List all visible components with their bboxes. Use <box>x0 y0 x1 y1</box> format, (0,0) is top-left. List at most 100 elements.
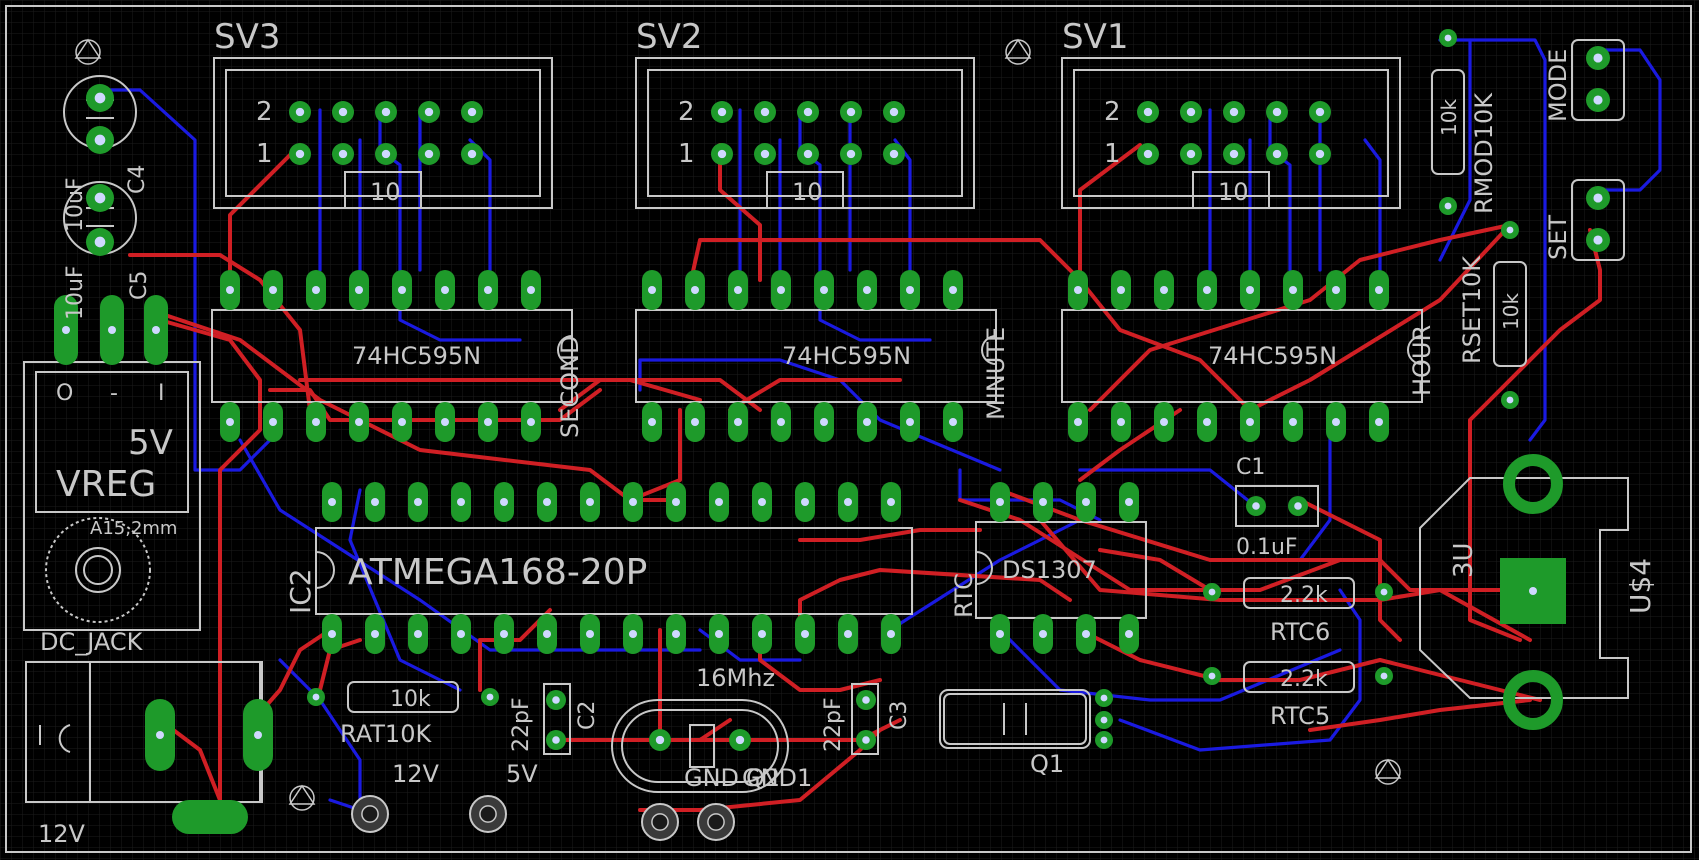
rat10k-pin-a-hole <box>312 693 320 701</box>
sr0-pin-top-4-hole <box>398 286 406 294</box>
vreg-name: VREG <box>56 464 156 505</box>
sv3-label: SV3 <box>214 17 280 57</box>
sv3-pin-top-4-hole <box>467 107 477 117</box>
sr0-pin-top-6-hole <box>484 286 492 294</box>
sv2-pin-top-1-hole <box>760 107 770 117</box>
sv3-pin-bot-3-hole <box>424 149 434 159</box>
sr2-pin-top-6-hole <box>1332 286 1340 294</box>
sr2-pin-bot-3-hole <box>1203 418 1211 426</box>
labels: SV3 2 1 10 SV2 2 1 10 SV1 2 1 10 74HC595… <box>38 17 1657 848</box>
mcu-pin-top-1-hole <box>371 498 379 506</box>
sv2-pin-top-0-hole <box>717 107 727 117</box>
pad-12v-b-hole <box>479 805 497 823</box>
sr1-pin-bot-3-hole <box>777 418 785 426</box>
dcjack-pad-b-hole <box>254 731 262 739</box>
mcu-pin-top-5-hole <box>543 498 551 506</box>
sr0-pin-top-0-hole <box>226 286 234 294</box>
mcu-pin-bot-3-hole <box>457 630 465 638</box>
dcjack-pad-a-hole <box>156 731 164 739</box>
mcu-pin-top-0-hole <box>328 498 336 506</box>
sr2-pin-bot-6-hole <box>1332 418 1340 426</box>
dc-jack-name: DC_JACK <box>40 628 144 656</box>
mcu-pin-bot-6-hole <box>586 630 594 638</box>
c2-pin-a-hole <box>552 696 560 704</box>
c1-value: 0.1uF <box>1236 535 1298 560</box>
sr1-pin-bot-0-hole <box>648 418 656 426</box>
set-label: SET <box>1544 215 1572 260</box>
sv1-pin-bot-1-hole <box>1186 149 1196 159</box>
rat10k-value: 10k <box>390 687 431 712</box>
c5-pin-b-hole <box>94 236 106 248</box>
sr1-pin-bot-5-hole <box>863 418 871 426</box>
mcu-pin-bot-8-hole <box>672 630 680 638</box>
sv2-pin-top-3-hole <box>846 107 856 117</box>
rmod-pin-b-hole <box>1444 202 1452 210</box>
sv2-pin-bot-4-hole <box>889 149 899 159</box>
rtc-pin-top-0-hole <box>996 498 1004 506</box>
sr2-pin-top-5-hole <box>1289 286 1297 294</box>
sv3-pin-bot-4-hole <box>467 149 477 159</box>
sv2-pins: 10 <box>792 178 823 206</box>
q1-pin-c-hole <box>1100 736 1108 744</box>
sv3-pin-top-2-hole <box>381 107 391 117</box>
rmod-value: 10k <box>1437 99 1461 136</box>
sr0-pin-bot-1-hole <box>269 418 277 426</box>
sr0-pin-bot-5-hole <box>441 418 449 426</box>
rtc-pin-bot-3-hole <box>1125 630 1133 638</box>
c4-pin-a-hole <box>94 92 106 104</box>
mode-pin-b-hole <box>1593 95 1603 105</box>
sr1-pin-top-2-hole <box>734 286 742 294</box>
sr2-pin-top-1-hole <box>1117 286 1125 294</box>
sv1-pin-top-3-hole <box>1272 107 1282 117</box>
sv3-pin-top-3-hole <box>424 107 434 117</box>
sv1-pins: 10 <box>1218 178 1249 206</box>
rtc6-pin-b-hole <box>1380 588 1388 596</box>
c2-pin-b-hole <box>552 736 560 744</box>
rset-value: 10k <box>1499 293 1523 330</box>
sv2-pin-bot-0-hole <box>717 149 727 159</box>
mcu-pin-bot-12-hole <box>844 630 852 638</box>
pad-gnd1-hole <box>707 813 725 831</box>
sv3-pin-top-1-hole <box>338 107 348 117</box>
rmod-name: RMOD10K <box>1470 92 1498 214</box>
vreg-pin-0-hole <box>62 326 70 334</box>
sr1-pin-bot-1-hole <box>691 418 699 426</box>
rtc6-value: 2.2k <box>1280 583 1328 608</box>
sv2-label: SV2 <box>636 17 702 57</box>
sv3-row1: 1 <box>256 139 273 169</box>
sv1-pin-top-2-hole <box>1229 107 1239 117</box>
rtc6-name: RTC6 <box>1270 618 1330 646</box>
sr0-pin-top-3-hole <box>355 286 363 294</box>
sr1-pin-top-5-hole <box>863 286 871 294</box>
sr2-pin-top-7-hole <box>1375 286 1383 294</box>
mcu-pin-bot-0-hole <box>328 630 336 638</box>
sr1-pin-top-4-hole <box>820 286 828 294</box>
c5-value: 10uF <box>63 265 88 320</box>
c2-name: C2 <box>575 701 600 730</box>
rtc-name: RTC <box>950 573 978 618</box>
sr1-pin-top-3-hole <box>777 286 785 294</box>
vreg-pin-minus: - <box>110 381 118 406</box>
dc-jack-size: A15,2mm <box>90 518 177 539</box>
mcu-pin-bot-9-hole <box>715 630 723 638</box>
mcu-pin-top-2-hole <box>414 498 422 506</box>
rtc5-pin-b-hole <box>1380 672 1388 680</box>
pad-label-12v: 12V <box>392 760 440 788</box>
c3-name: C3 <box>887 701 912 730</box>
sr1-pin-top-7-hole <box>949 286 957 294</box>
sr2-pin-bot-0-hole <box>1074 418 1082 426</box>
sr1-pin-bot-7-hole <box>949 418 957 426</box>
c2-value: 22pF <box>509 697 534 752</box>
mcu-pin-top-8-hole <box>672 498 680 506</box>
mcu-pin-bot-13-hole <box>887 630 895 638</box>
vreg-pin-o: O <box>56 381 73 406</box>
set-pin-a-hole <box>1593 193 1603 203</box>
buzzer-pin-top <box>1503 454 1563 514</box>
sr2-pin-top-3-hole <box>1203 286 1211 294</box>
sr2-pin-bot-4-hole <box>1246 418 1254 426</box>
rtc-pin-top-3-hole <box>1125 498 1133 506</box>
pad-gnd-hole <box>651 813 669 831</box>
sv2-pin-bot-2-hole <box>803 149 813 159</box>
mcu-pin-bot-1-hole <box>371 630 379 638</box>
